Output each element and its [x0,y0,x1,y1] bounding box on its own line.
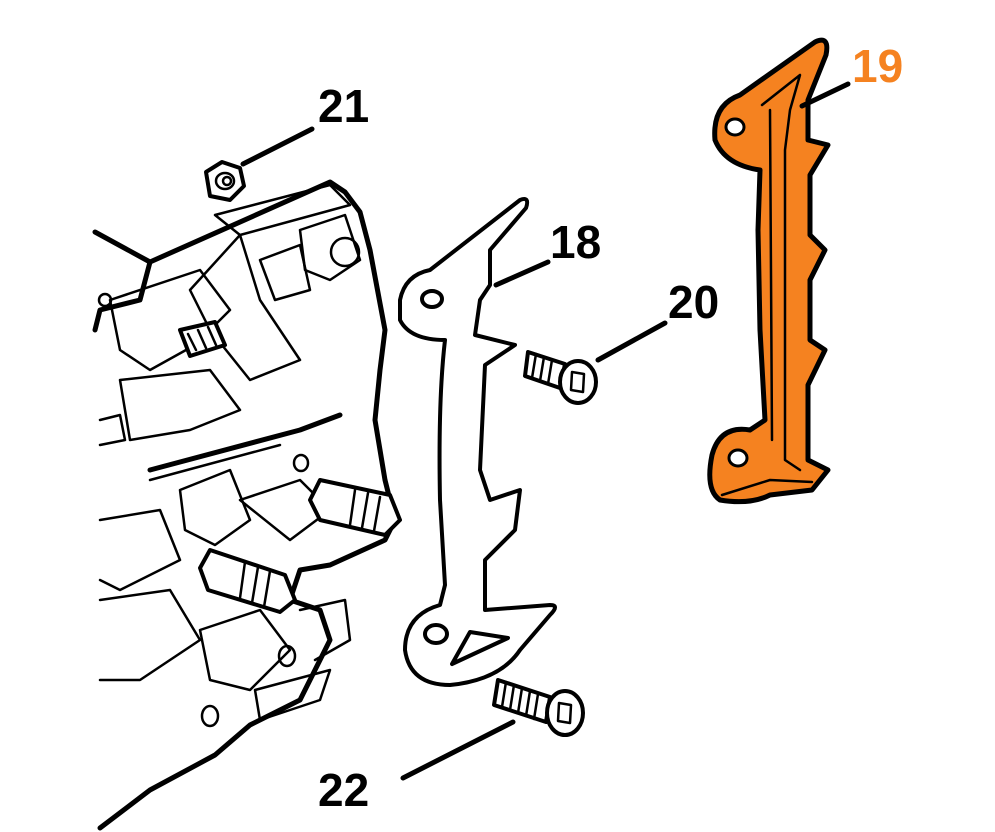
callout-22: 22 [318,764,369,816]
callout-20: 20 [668,276,719,328]
screw-lower [492,678,585,737]
bumper-spike-highlighted [707,37,831,505]
callout-21: 21 [318,80,369,132]
callout-19: 19 [852,40,903,92]
engine-housing [92,179,402,831]
stud-upper [178,320,227,358]
callout-18: 18 [550,216,601,268]
stud-middle [308,478,402,537]
screw-upper [523,350,598,405]
leader-lines [240,81,851,781]
bumper-spike-outline [398,197,557,687]
nut-part [204,160,246,202]
stud-lower [198,548,297,614]
